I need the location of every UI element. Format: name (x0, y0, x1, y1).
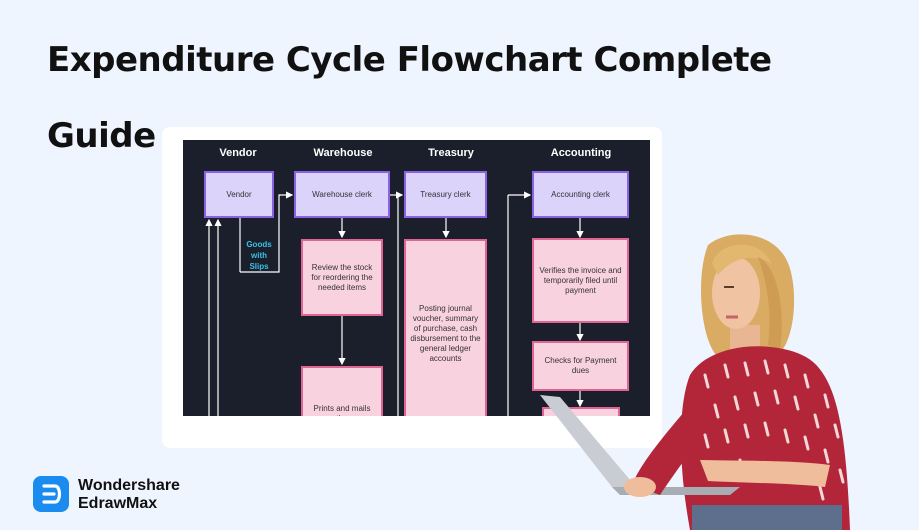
goods-with-slips-label: Goods with Slips (246, 240, 272, 271)
warehouse-clerk-box: Warehouse clerk (294, 171, 390, 218)
flowchart-diagram: Vendor Warehouse Treasury Accounting Ven… (183, 140, 650, 416)
review-stock-box: Review the stock for reordering the need… (301, 239, 383, 316)
brand-name-line2: EdrawMax (78, 495, 158, 512)
accounting-clerk-box: Accounting clerk (532, 171, 629, 218)
vendor-box: Vendor (204, 171, 274, 218)
verifies-invoice-box: Verifies the invoice and temporarily fil… (532, 238, 629, 323)
posting-journal-box: Posting journal voucher, summary of purc… (404, 239, 487, 416)
treasury-clerk-box: Treasury clerk (404, 171, 487, 218)
lane-title-treasury: Treasury (428, 147, 474, 159)
lane-title-warehouse: Warehouse (313, 147, 373, 159)
person-with-laptop-illustration (540, 234, 850, 530)
prints-mails-box: Prints and mails the (301, 366, 383, 416)
checks-payment-box: Checks for Payment dues (532, 341, 629, 391)
lane-title-accounting: Accounting (550, 147, 612, 159)
lane-title-vendor: Vendor (219, 147, 257, 159)
flowchart-connectors (205, 191, 584, 416)
next-step-box (542, 407, 620, 416)
edrawmax-logo-icon (33, 476, 69, 512)
brand-name-line1: Wondershare (78, 477, 180, 494)
page-title: Expenditure Cycle Flowchart Complete Gui… (47, 40, 772, 156)
